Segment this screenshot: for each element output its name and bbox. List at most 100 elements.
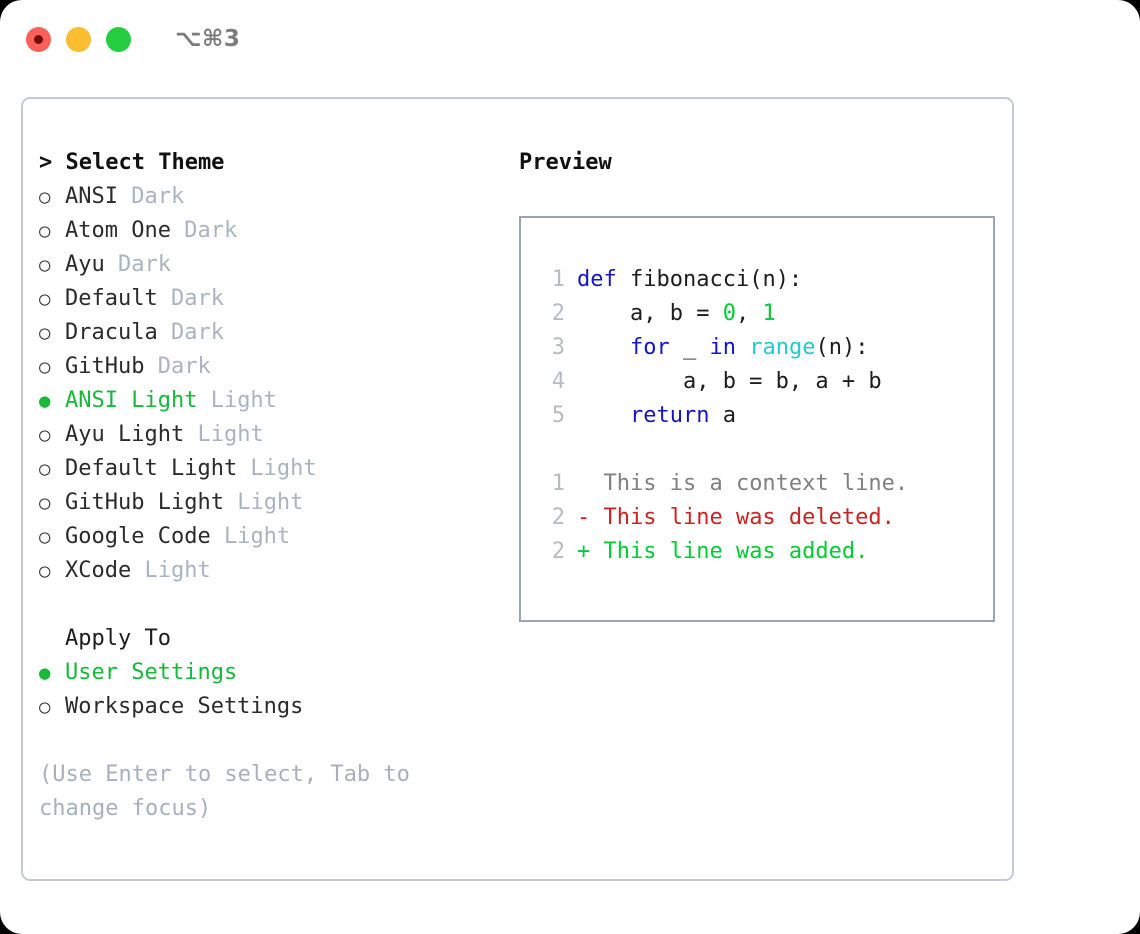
theme-name: Ayu (65, 252, 105, 277)
diff-marker: - (577, 505, 591, 530)
token-plain: fibonacci(n): (616, 267, 803, 292)
diff-marker: + (577, 539, 591, 564)
line-number: 2 (551, 301, 565, 326)
theme-category: Light (223, 490, 304, 515)
theme-name: Default (65, 286, 158, 311)
token-keyword: for (629, 335, 670, 360)
shortcut-label: ⌥⌘3 (175, 26, 241, 52)
theme-category: Light (131, 558, 211, 583)
close-button[interactable] (26, 26, 51, 52)
theme-name: GitHub (65, 354, 145, 379)
theme-list-item[interactable]: ○ Ayu Light Light (39, 418, 499, 452)
radio-icon[interactable]: ○ (39, 526, 51, 548)
token-keyword: return (629, 403, 710, 428)
token-plain (577, 403, 630, 428)
theme-name: Google Code (65, 524, 211, 549)
diff-text: This is a context line. (590, 471, 909, 496)
radio-icon[interactable]: ○ (39, 458, 51, 480)
main-card: > Select Theme ○ ANSI Dark ○ Atom One Da… (21, 97, 1014, 881)
theme-name: Atom One (65, 218, 171, 243)
diff-text: This line was deleted. (590, 505, 895, 530)
radio-icon[interactable]: ○ (39, 492, 51, 514)
maximize-button[interactable] (106, 26, 131, 52)
radio-icon[interactable]: ○ (39, 424, 51, 446)
radio-icon-selected[interactable]: ● (39, 662, 51, 684)
theme-name: Ayu Light (65, 422, 185, 447)
theme-list-item[interactable]: ○ Google Code Light (39, 520, 499, 554)
theme-list-item[interactable]: ○ Default Dark (39, 282, 499, 316)
theme-category: Light (184, 422, 264, 447)
theme-name: XCode (65, 558, 132, 583)
diff-line-added: 2 + This line was added. (535, 535, 993, 569)
theme-category: Dark (157, 320, 224, 345)
apply-to-label: User Settings (65, 660, 238, 685)
theme-category: Dark (117, 184, 185, 209)
theme-category: Light (237, 456, 317, 481)
line-number: 1 (551, 471, 565, 496)
token-number: 0 (722, 301, 736, 326)
code-content: return a (577, 399, 736, 433)
theme-name: Default Light (65, 456, 238, 481)
diff-text: This line was added. (590, 539, 869, 564)
radio-icon[interactable]: ○ (39, 186, 51, 208)
theme-list-item[interactable]: ○ GitHub Dark (39, 350, 499, 384)
radio-icon[interactable]: ○ (39, 254, 51, 276)
code-line: 1 def fibonacci(n): (535, 263, 993, 297)
theme-list-item[interactable]: ○ GitHub Light Light (39, 486, 499, 520)
token-plain: , (735, 301, 763, 326)
code-content: for _ in range(n): (577, 331, 868, 365)
line-number: 3 (551, 335, 565, 360)
code-line: 3 for _ in range(n): (535, 331, 993, 365)
theme-list-item[interactable]: ○ Default Light Light (39, 452, 499, 486)
apply-to-title: Apply To (65, 626, 171, 651)
code-blank-line (535, 433, 993, 467)
theme-list-item[interactable]: ○ ANSI Dark (39, 180, 499, 214)
keyboard-hint: (Use Enter to select, Tab to change focu… (39, 762, 410, 821)
code-line: 2 a, b = 0, 1 (535, 297, 993, 331)
token-plain (736, 335, 749, 360)
theme-name: ANSI (65, 184, 118, 209)
token-plain: _ (669, 335, 710, 360)
theme-list-item-selected[interactable]: ● ANSI Light Light (39, 384, 499, 418)
line-number: 1 (551, 267, 565, 292)
token-function: range (749, 335, 816, 360)
radio-icon[interactable]: ○ (39, 560, 51, 582)
theme-name: ANSI Light (65, 388, 198, 413)
line-number: 5 (551, 403, 565, 428)
radio-icon[interactable]: ○ (39, 322, 51, 344)
theme-category: Dark (104, 252, 171, 277)
token-number: 1 (762, 301, 776, 326)
theme-picker-column: > Select Theme ○ ANSI Dark ○ Atom One Da… (39, 146, 499, 826)
theme-list-item[interactable]: ○ Atom One Dark (39, 214, 499, 248)
theme-list-item[interactable]: ○ Dracula Dark (39, 316, 499, 350)
token-keyword: def (577, 267, 617, 292)
content-columns: > Select Theme ○ ANSI Dark ○ Atom One Da… (23, 99, 1012, 826)
line-number: 2 (551, 539, 565, 564)
line-number: 4 (551, 369, 565, 394)
token-plain: (n): (815, 335, 869, 360)
code-content: def fibonacci(n): (577, 263, 802, 297)
token-keyword: in (709, 335, 736, 360)
window-titlebar: ⌥⌘3 (0, 0, 1140, 78)
radio-icon[interactable]: ○ (39, 356, 51, 378)
theme-list-item[interactable]: ○ Ayu Dark (39, 248, 499, 282)
theme-list-item[interactable]: ○ XCode Light (39, 554, 499, 588)
diff-line-deleted: 2 - This line was deleted. (535, 501, 993, 535)
minimize-button[interactable] (66, 26, 91, 52)
close-active-dot (34, 34, 43, 44)
theme-category: Light (210, 524, 291, 549)
theme-category: Dark (170, 218, 238, 243)
code-content: a, b = 0, 1 (577, 297, 776, 331)
radio-icon[interactable]: ○ (39, 696, 51, 718)
token-plain: a, b = b, a + b (577, 369, 882, 394)
diff-marker (577, 467, 590, 501)
radio-icon-selected[interactable]: ● (39, 390, 51, 412)
code-line: 4 a, b = b, a + b (535, 365, 993, 399)
theme-name: GitHub Light (65, 490, 224, 515)
theme-category: Dark (157, 286, 224, 311)
theme-category: Dark (144, 354, 211, 379)
apply-to-item-user-settings[interactable]: ● User Settings (39, 656, 499, 690)
radio-icon[interactable]: ○ (39, 288, 51, 310)
apply-to-item-workspace-settings[interactable]: ○ Workspace Settings (39, 690, 499, 724)
radio-icon[interactable]: ○ (39, 220, 51, 242)
